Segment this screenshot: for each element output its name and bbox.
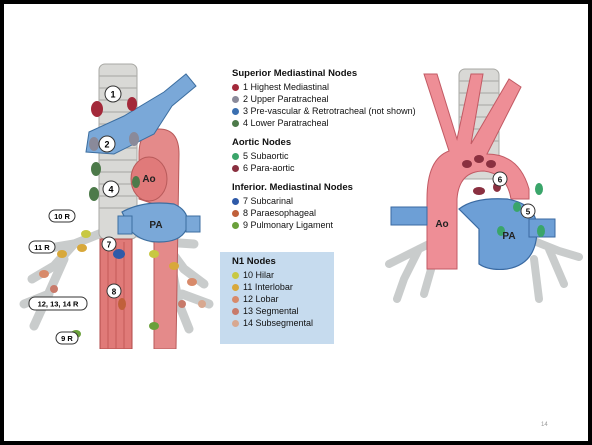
node-12 [187, 278, 197, 286]
node-6 [462, 160, 472, 168]
legend-group-aortic: Aortic Nodes 5 Subaortic 6 Para-aortic [232, 137, 402, 174]
legend-item-8: 8 Paraesophageal [232, 207, 402, 219]
node-10 [149, 250, 159, 258]
dot-icon [232, 284, 239, 291]
label-pa-right: PA [502, 231, 515, 242]
legend-item-10: 10 Hilar [232, 269, 313, 281]
legend-text: 4 Lower Paratracheal [243, 117, 329, 129]
legend-text: 12 Lobar [243, 293, 279, 305]
legend-title-aortic: Aortic Nodes [232, 137, 402, 149]
label-9r: 9 R [61, 334, 73, 343]
station-label-4: 4 [108, 185, 113, 195]
right-pa-left-branch [391, 207, 427, 225]
right-station-label-5: 5 [526, 208, 531, 217]
node-7 [113, 249, 125, 259]
dot-icon [232, 108, 239, 115]
right-station-label-6: 6 [498, 176, 503, 185]
legend-item-5: 5 Subaortic [232, 150, 402, 162]
dot-icon [232, 272, 239, 279]
legend-item-13: 13 Segmental [232, 305, 313, 317]
legend-title-n1: N1 Nodes [232, 256, 313, 268]
legend-item-6: 6 Para-aortic [232, 162, 402, 174]
legend-text: 14 Subsegmental [243, 317, 313, 329]
node-14 [198, 300, 206, 308]
legend-item-7: 7 Subcarinal [232, 195, 402, 207]
node-12 [39, 270, 49, 278]
slide: 1 2 4 7 8 10 R 11 R 12, 13, 14 R 9 R Ao … [4, 4, 588, 441]
node-4 [89, 187, 99, 201]
node-2 [89, 137, 99, 151]
node-13 [178, 300, 186, 308]
node-8 [118, 298, 126, 310]
dot-icon [232, 210, 239, 217]
dot-icon [232, 84, 239, 91]
node-4 [91, 162, 101, 176]
legend-text: 1 Highest Mediastinal [243, 81, 329, 93]
legend-title-superior: Superior Mediastinal Nodes [232, 68, 402, 80]
station-label-1: 1 [110, 90, 115, 100]
node-5 [513, 202, 521, 212]
legend-text: 2 Upper Paratracheal [243, 93, 329, 105]
page-number: 14 [541, 422, 548, 428]
dot-icon [232, 198, 239, 205]
dot-icon [232, 96, 239, 103]
node-6 [473, 187, 485, 195]
legend-item-12: 12 Lobar [232, 293, 313, 305]
dot-icon [232, 165, 239, 172]
legend-item-4: 4 Lower Paratracheal [232, 117, 402, 129]
node-1 [91, 101, 103, 117]
label-11r: 11 R [34, 243, 50, 252]
left-anatomy-diagram: 1 2 4 7 8 10 R 11 R 12, 13, 14 R 9 R Ao … [4, 4, 234, 349]
right-anatomy-diagram: 6 5 Ao PA [379, 59, 584, 309]
dot-icon [232, 222, 239, 229]
node-9 [149, 322, 159, 330]
legend-text: 11 Interlobar [243, 281, 293, 293]
label-ao-left: Ao [142, 174, 155, 185]
label-pa-left: PA [149, 220, 162, 231]
label-12-13-14r: 12, 13, 14 R [38, 300, 79, 309]
legend-title-inferior: Inferior. Mediastinal Nodes [232, 182, 402, 194]
legend-text: 5 Subaortic [243, 150, 289, 162]
legend-group-n1: N1 Nodes 10 Hilar 11 Interlobar 12 Lobar… [232, 256, 313, 329]
dot-icon [232, 308, 239, 315]
dot-icon [232, 120, 239, 127]
pa-right-branch [186, 216, 200, 232]
node-11 [169, 262, 179, 270]
label-ao-right: Ao [435, 219, 448, 230]
legend-group-superior: Superior Mediastinal Nodes 1 Highest Med… [232, 68, 402, 129]
legend-text: 10 Hilar [243, 269, 274, 281]
legend-text: 9 Pulmonary Ligament [243, 219, 333, 231]
dot-icon [232, 320, 239, 327]
legend-text: 13 Segmental [243, 305, 299, 317]
station-label-2: 2 [104, 140, 109, 150]
dot-icon [232, 296, 239, 303]
legend-item-11: 11 Interlobar [232, 281, 313, 293]
dot-icon [232, 153, 239, 160]
legend-item-2: 2 Upper Paratracheal [232, 93, 402, 105]
legend-text: 6 Para-aortic [243, 162, 295, 174]
legend-item-1: 1 Highest Mediastinal [232, 81, 402, 93]
legend-item-3: 3 Pre-vascular & Retrotracheal (not show… [232, 105, 402, 117]
node-6 [474, 155, 484, 163]
node-6 [486, 160, 496, 168]
legend-text: 7 Subcarinal [243, 195, 293, 207]
legend: Superior Mediastinal Nodes 1 Highest Med… [232, 68, 402, 239]
node-4 [132, 176, 140, 188]
node-5 [535, 183, 543, 195]
legend-text: 8 Paraesophageal [243, 207, 316, 219]
station-label-7: 7 [107, 241, 112, 250]
node-11 [77, 244, 87, 252]
node-13 [50, 285, 58, 293]
node-5 [537, 225, 545, 237]
legend-group-inferior: Inferior. Mediastinal Nodes 7 Subcarinal… [232, 182, 402, 231]
node-1 [127, 97, 137, 111]
station-label-8: 8 [112, 288, 117, 297]
node-10 [81, 230, 91, 238]
legend-item-9: 9 Pulmonary Ligament [232, 219, 402, 231]
legend-item-14: 14 Subsegmental [232, 317, 313, 329]
label-10r: 10 R [54, 212, 70, 221]
node-2 [129, 132, 139, 146]
node-11 [57, 250, 67, 258]
pa-left-branch [118, 216, 132, 234]
